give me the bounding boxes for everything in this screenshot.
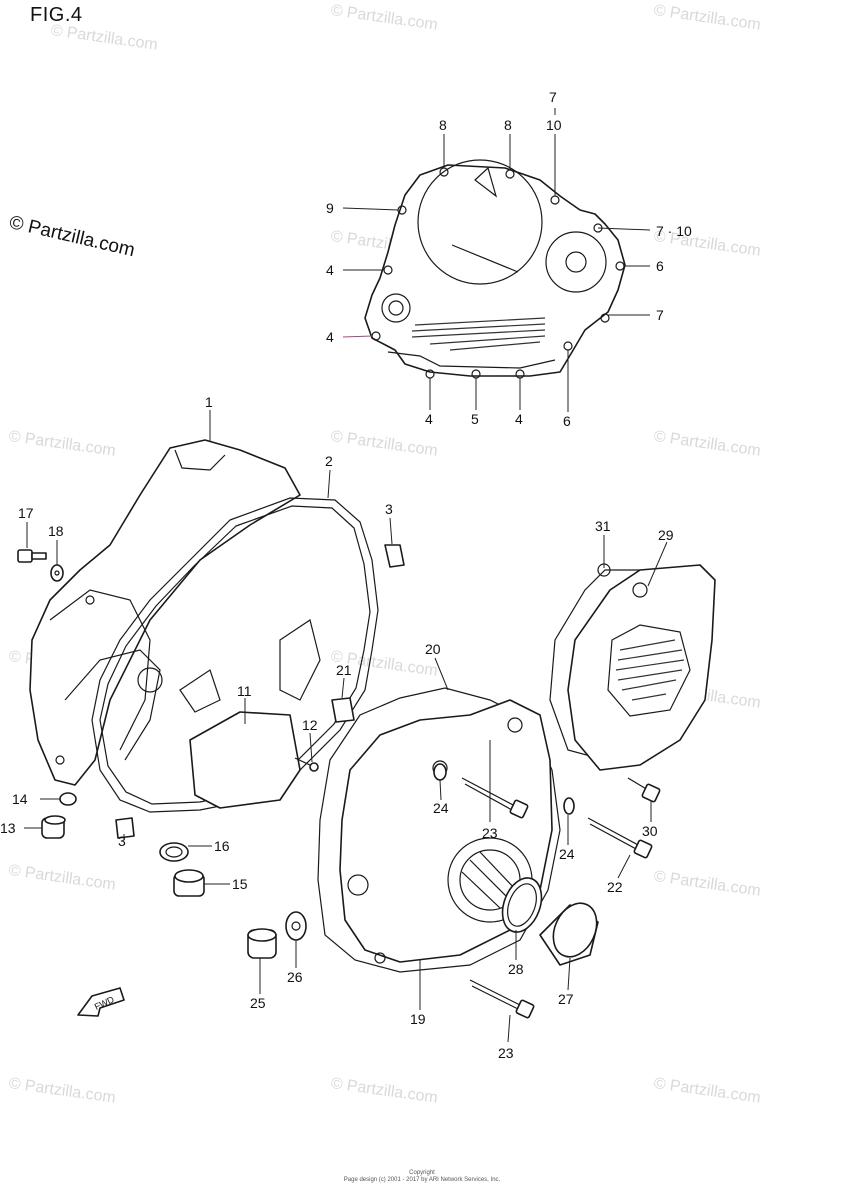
callout-28: 28	[508, 961, 524, 977]
callout-10: 10	[546, 117, 562, 133]
washer-26	[285, 911, 307, 941]
callout-23: 23	[482, 825, 498, 841]
callout-30: 30	[642, 823, 658, 839]
inner-plate-part	[179, 619, 321, 809]
washer-18	[50, 564, 64, 582]
oring-28	[501, 877, 543, 933]
callout-6: 6	[656, 258, 664, 274]
plug-13	[41, 815, 66, 839]
callout-22: 22	[607, 879, 623, 895]
dowel-21	[331, 697, 355, 723]
footer-line: Copyright	[409, 1170, 435, 1176]
callout-7-10: 7 · 10	[656, 223, 692, 239]
callout-15: 15	[232, 876, 248, 892]
callout-4: 4	[425, 411, 433, 427]
callout-25: 25	[250, 995, 266, 1011]
callout-13: 13	[0, 820, 16, 836]
callout-23: 23	[498, 1045, 514, 1061]
callout-29: 29	[658, 527, 674, 543]
callout-20: 20	[425, 641, 441, 657]
callout-3: 3	[385, 501, 393, 517]
callout-7: 7	[549, 89, 557, 105]
callout-8: 8	[439, 117, 447, 133]
callout-4: 4	[326, 329, 334, 345]
leader-lines	[24, 108, 668, 1043]
bolt-23a	[461, 777, 529, 819]
callout-8: 8	[504, 117, 512, 133]
footer-line: Page design (c) 2001 - 2017 by ARI Netwo…	[343, 1177, 501, 1183]
callout-4: 4	[515, 411, 523, 427]
callout-4: 4	[326, 262, 334, 278]
callout-2: 2	[325, 453, 333, 469]
callout-14: 14	[12, 791, 28, 807]
oring-16	[159, 842, 189, 862]
plug-25	[247, 928, 277, 959]
dowel-3a	[384, 544, 405, 568]
sprocket-cover-part	[567, 563, 716, 771]
callout-18: 18	[48, 523, 64, 539]
callout-27: 27	[558, 991, 574, 1007]
callout-3: 3	[118, 833, 126, 849]
bolt-30	[627, 777, 661, 803]
cap-27	[539, 902, 599, 966]
callout-7: 7	[656, 307, 664, 323]
figure-title: FIG.4	[30, 4, 83, 26]
callout-16: 16	[214, 838, 230, 854]
callout-21: 21	[336, 662, 352, 678]
bolt-22	[587, 817, 653, 859]
callout-1: 1	[205, 394, 213, 410]
callout-26: 26	[287, 969, 303, 985]
callout-19: 19	[410, 1011, 426, 1027]
generator-cover-gasket-part	[317, 687, 561, 973]
dowel-3b	[115, 817, 135, 839]
washer-24a	[433, 763, 447, 781]
callout-12: 12	[302, 717, 318, 733]
callout-labels: 7 10 8 8 9 7 · 10 4 6 4 7 4 5 4 6 1 2 3 …	[0, 89, 692, 1061]
washer-24b	[563, 797, 575, 815]
callout-11: 11	[237, 683, 252, 699]
callout-24: 24	[433, 800, 449, 816]
bolt-23b	[469, 979, 535, 1019]
bolt-12	[294, 757, 319, 772]
oring-14	[59, 792, 77, 806]
top-cover-part	[364, 159, 626, 379]
plug-15	[173, 869, 205, 897]
callout-6: 6	[563, 413, 571, 429]
bolt-17	[17, 549, 47, 563]
footer-note: Copyright Page design (c) 2001 - 2017 by…	[0, 1170, 844, 1184]
crankcase-cover-part	[29, 439, 301, 786]
callout-31: 31	[595, 518, 611, 534]
callout-17: 17	[18, 505, 34, 521]
fwd-arrow-icon: FWD	[77, 987, 125, 1017]
callout-24: 24	[559, 846, 575, 862]
callout-9: 9	[326, 200, 334, 216]
callout-5: 5	[471, 411, 479, 427]
